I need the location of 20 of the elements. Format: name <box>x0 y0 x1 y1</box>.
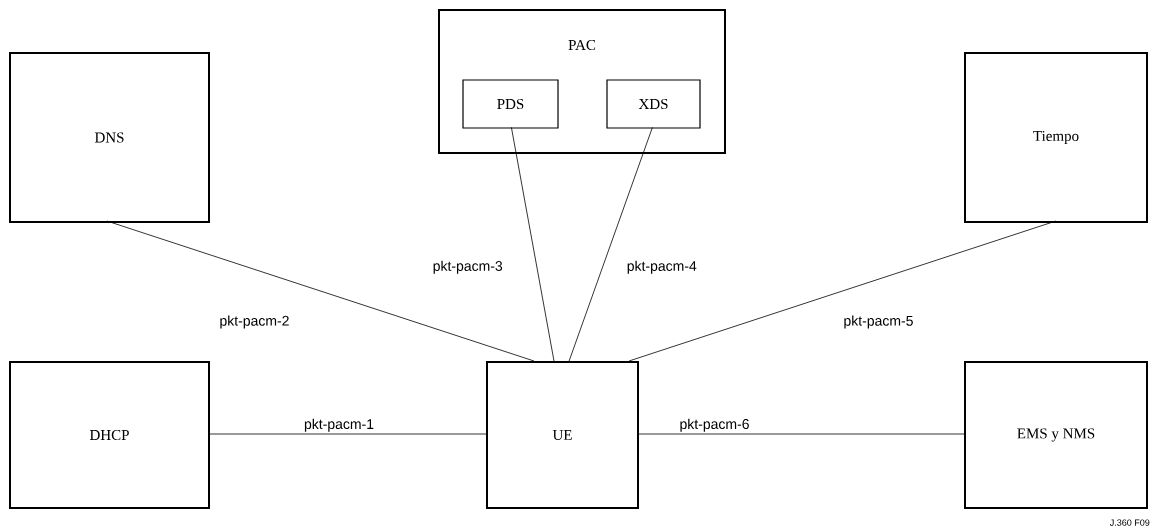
component-box: Tiempo <box>964 52 1148 223</box>
component-box: DHCP <box>9 361 210 509</box>
connector-line <box>106 220 535 362</box>
component-box: XDS <box>606 79 701 129</box>
edge-label: pkt-pacm-4 <box>627 260 697 274</box>
edge-label: pkt-pacm-2 <box>220 315 289 329</box>
edge-label: pkt-pacm-1 <box>304 418 374 432</box>
edge-label: pkt-pacm-3 <box>433 260 503 274</box>
figure-code: J.360 F09 <box>1109 519 1150 526</box>
connector-line <box>636 433 965 435</box>
component-box: PDS <box>462 79 559 129</box>
component-box: UE <box>486 361 639 509</box>
connector-line <box>511 127 555 362</box>
connector-line <box>207 433 487 435</box>
component-box: EMS y NMS <box>964 361 1148 509</box>
connector-line <box>568 127 653 362</box>
connector-line <box>628 220 1057 362</box>
edge-label: pkt-pacm-5 <box>844 315 913 329</box>
edge-label: pkt-pacm-6 <box>680 418 749 432</box>
component-box: DNS <box>9 52 210 223</box>
